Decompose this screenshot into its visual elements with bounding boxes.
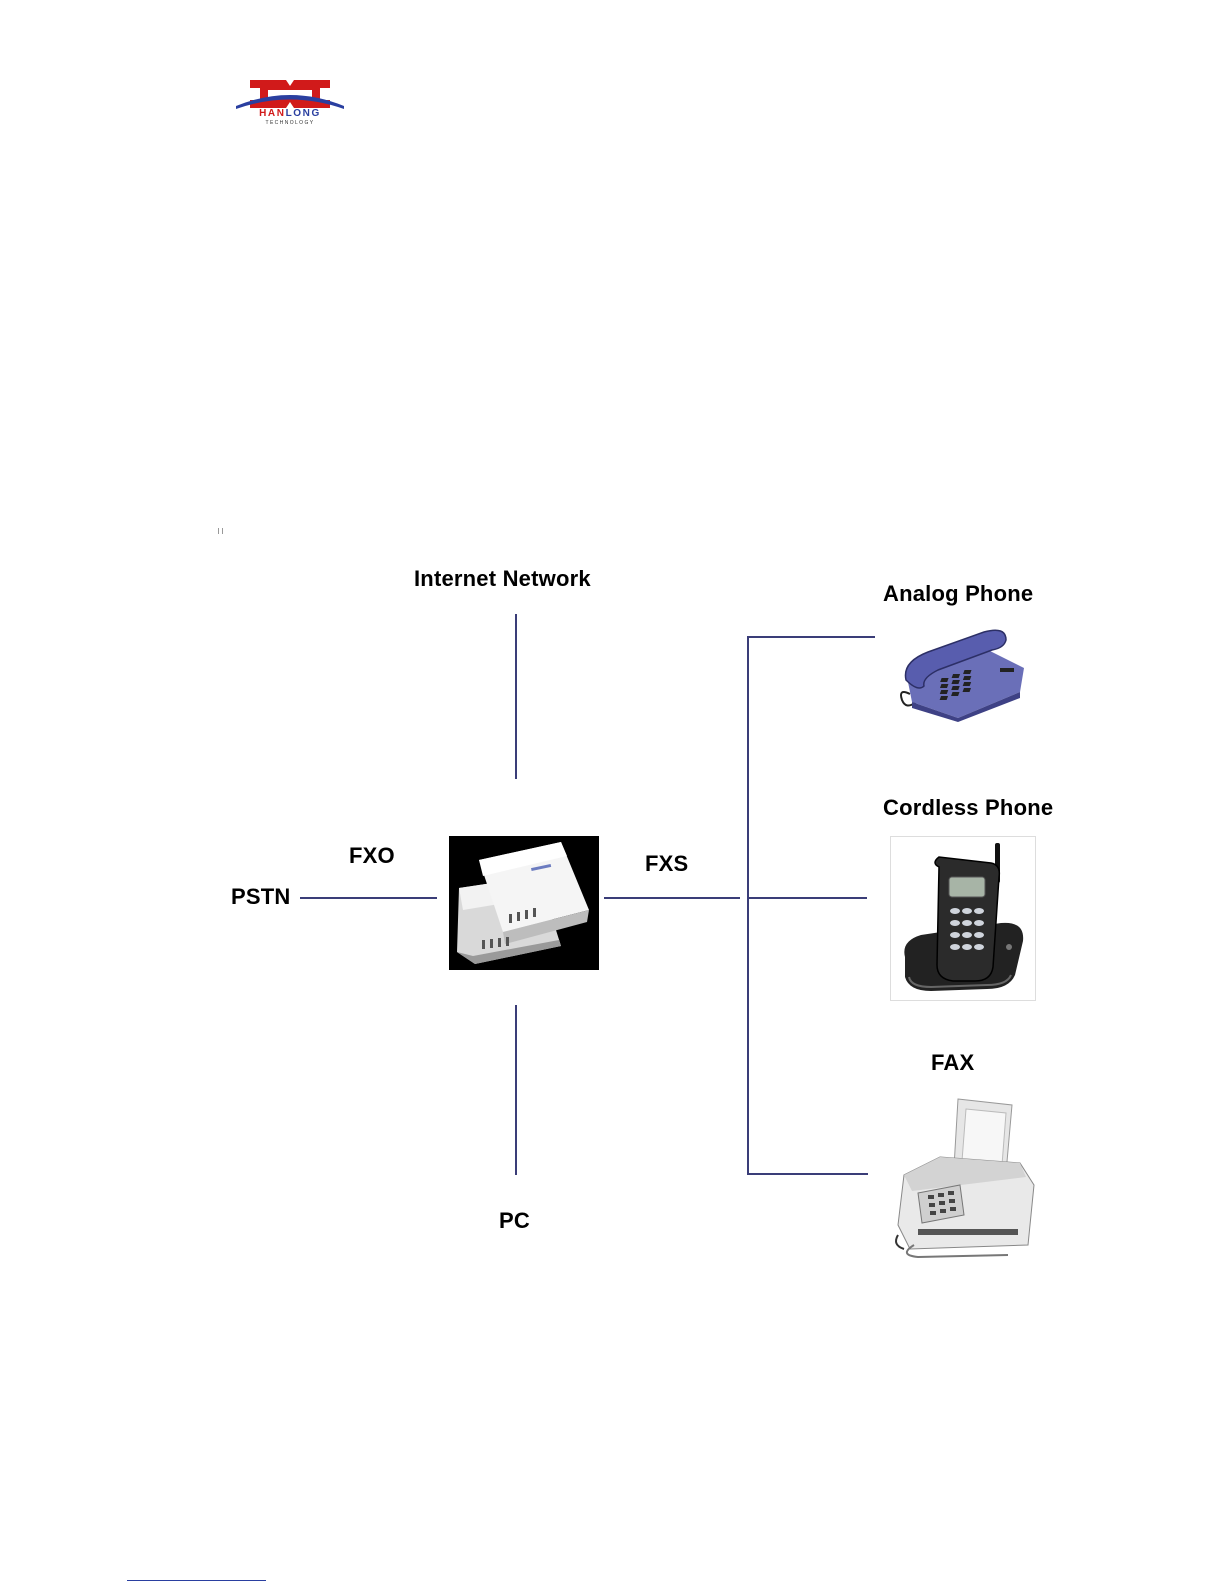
pc-link-line — [515, 1005, 517, 1175]
gateway-device-icon — [449, 836, 599, 970]
cordless-phone-icon — [891, 837, 1035, 1000]
pstn-link-line — [300, 897, 437, 899]
fxs-link-line — [604, 897, 740, 899]
internet-link-line — [515, 614, 517, 779]
company-logo: HANLONG TECHNOLOGY — [228, 78, 352, 128]
analog-phone-label: Analog Phone — [883, 581, 1033, 607]
logo-wordmark-red: HAN — [259, 108, 285, 119]
pc-label: PC — [499, 1208, 530, 1234]
analog-phone-icon — [888, 622, 1034, 722]
fxo-label: FXO — [349, 843, 395, 869]
fxs-bus-line — [747, 636, 749, 1174]
logo-monogram-icon — [228, 78, 352, 110]
fax-machine-image — [888, 1095, 1038, 1270]
pstn-label: PSTN — [231, 884, 290, 910]
internet-network-label: Internet Network — [414, 566, 591, 592]
analog-phone-link-line — [747, 636, 875, 638]
cordless-phone-link-line — [747, 897, 867, 899]
fxs-label: FXS — [645, 851, 688, 877]
logo-tagline: TECHNOLOGY — [228, 120, 352, 126]
logo-wordmark: HANLONG — [228, 108, 352, 119]
stray-mark — [218, 528, 223, 534]
fax-label: FAX — [931, 1050, 974, 1076]
analog-phone-image — [888, 622, 1034, 722]
cordless-phone-label: Cordless Phone — [883, 795, 1053, 821]
fax-link-line — [747, 1173, 868, 1175]
voip-gateway-image — [449, 836, 599, 970]
logo-wordmark-blue: LONG — [286, 108, 321, 119]
cordless-phone-image — [890, 836, 1036, 1001]
footer-link-underline — [127, 1580, 266, 1581]
fax-machine-icon — [888, 1095, 1038, 1270]
